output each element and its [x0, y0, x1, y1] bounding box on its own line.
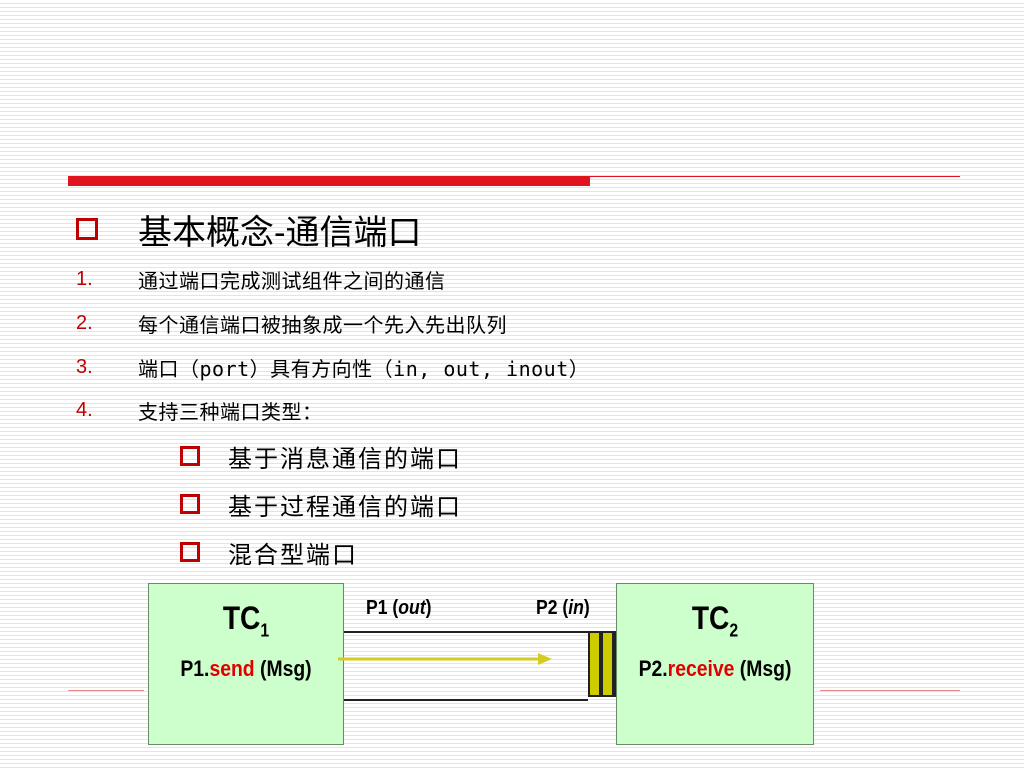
numbered-item: 4. 支持三种端口类型：	[76, 395, 323, 425]
sub-item-text: 基于消息通信的端口	[228, 444, 462, 473]
item-number: 2.	[76, 311, 93, 334]
slide-title: 基本概念-通信端口	[138, 212, 422, 253]
sub-bullet-item: 基于过程通信的端口	[180, 487, 462, 521]
item-text: 支持三种端口类型：	[138, 399, 323, 424]
sub-item-text: 混合型端口	[228, 540, 358, 569]
sub-bullet-item: 基于消息通信的端口	[180, 439, 462, 473]
tc1-send-call: P1.send (Msg)	[180, 656, 312, 681]
numbered-item: 3. 端口（port）具有方向性（in, out, inout）	[76, 352, 589, 382]
port-communication-diagram: TC1 P1.send (Msg) P1 (out) P2 (in) TC2 P…	[144, 579, 820, 751]
send-arrow-icon	[338, 653, 552, 665]
item-text: 每个通信端口被抽象成一个先入先出队列	[138, 312, 507, 337]
communication-channel	[344, 631, 588, 701]
fifo-queue-cell	[588, 631, 601, 697]
hollow-square-bullet-icon	[180, 446, 200, 466]
fifo-queue-cell	[601, 631, 614, 697]
item-number: 1.	[76, 267, 93, 290]
numbered-item: 2. 每个通信端口被抽象成一个先入先出队列	[76, 308, 507, 338]
tc2-receive-call: P2.receive (Msg)	[638, 656, 792, 681]
item-text: 端口（port）具有方向性（in, out, inout）	[138, 356, 590, 381]
sub-item-text: 基于过程通信的端口	[228, 492, 462, 521]
sub-bullet-item: 混合型端口	[180, 535, 358, 569]
test-component-1-box: TC1 P1.send (Msg)	[148, 583, 344, 745]
hollow-square-bullet-icon	[180, 494, 200, 514]
item-number: 4.	[76, 398, 93, 421]
footer-line-left	[68, 690, 144, 691]
title-underline-line	[590, 176, 960, 177]
tc1-title: TC1	[222, 600, 270, 641]
item-text: 通过端口完成测试组件之间的通信	[138, 268, 446, 293]
p1-out-label: P1 (out)	[366, 597, 432, 619]
numbered-item: 1. 通过端口完成测试组件之间的通信	[76, 264, 446, 294]
item-number: 3.	[76, 355, 93, 378]
hollow-square-bullet-icon	[180, 542, 200, 562]
slide-title-row: 基本概念-通信端口	[76, 204, 422, 254]
test-component-2-box: TC2 P2.receive (Msg)	[616, 583, 814, 745]
footer-line-right	[820, 690, 960, 691]
title-underline-bar	[68, 176, 590, 186]
hollow-square-bullet-icon	[76, 218, 98, 240]
tc2-title: TC2	[691, 600, 739, 641]
p2-in-label: P2 (in)	[536, 597, 590, 619]
